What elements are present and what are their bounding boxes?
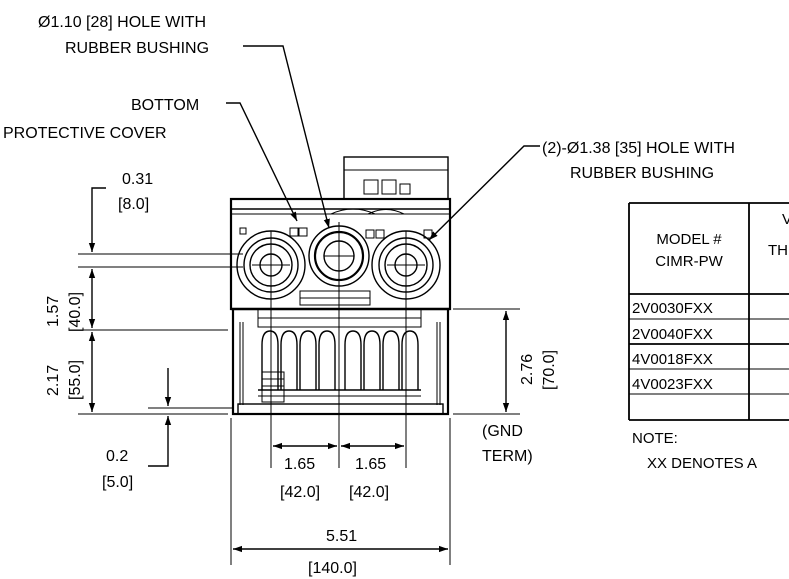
hole-centerlines <box>270 222 407 468</box>
hole-small-leader <box>243 45 330 229</box>
hole-pitch-right-inch: 1.65 <box>355 456 386 473</box>
lower-height-inch: 2.17 <box>45 365 62 396</box>
right-height-mm: [70.0] <box>541 350 558 390</box>
table-header-model-line1: MODEL # <box>656 231 722 248</box>
table-row-model: 4V0023FXX <box>632 376 713 393</box>
right-height-inch: 2.76 <box>519 354 536 385</box>
overall-width-inch: 5.51 <box>326 528 357 545</box>
gnd-term-label-line1: (GND <box>482 423 523 440</box>
hole-large-callout-line1: (2)-Ø1.38 [35] HOLE WITH <box>542 140 735 157</box>
bottom-cover-leader <box>226 102 298 222</box>
top-offset-mm: [8.0] <box>118 196 149 213</box>
table-row-model: 2V0040FXX <box>632 326 713 343</box>
overall-width-mm: [140.0] <box>308 560 357 577</box>
model-table <box>628 202 789 421</box>
hole-small-callout-line1: Ø1.10 [28] HOLE WITH <box>38 14 206 31</box>
table-row-model: 4V0018FXX <box>632 351 713 368</box>
top-offset-inch: 0.31 <box>122 171 153 188</box>
hole-pitch-left-mm: [42.0] <box>280 484 320 501</box>
table-header-col2-line1: V <box>782 211 789 228</box>
bottom-cover-callout-line1: BOTTOM <box>131 97 199 114</box>
hole-large-callout-line2: RUBBER BUSHING <box>570 165 714 182</box>
left-extension-lines <box>78 253 243 415</box>
upper-height-inch: 1.57 <box>45 296 62 327</box>
note-text: XX DENOTES A <box>647 455 757 472</box>
note-title: NOTE: <box>632 430 678 447</box>
hole-pitch-right-mm: [42.0] <box>349 484 389 501</box>
hole-large-leader <box>428 145 540 241</box>
heatsink-fins <box>258 330 421 403</box>
upper-height-mm: [40.0] <box>67 292 84 332</box>
top-offset-leader <box>88 187 106 252</box>
bottom-offset-leader <box>148 416 172 467</box>
bottom-offset-inch: 0.2 <box>106 448 128 465</box>
lower-height-mm: [55.0] <box>67 360 84 400</box>
bottom-offset-mm: [5.0] <box>102 474 133 491</box>
table-header-model-line2: CIMR-PW <box>655 253 723 270</box>
hole-pitch-left-inch: 1.65 <box>284 456 315 473</box>
table-row-model: 2V0030FXX <box>632 300 713 317</box>
gnd-term-label-line2: TERM) <box>482 448 533 465</box>
bottom-cover-callout-line2: PROTECTIVE COVER <box>3 125 167 142</box>
hole-small-callout-line2: RUBBER BUSHING <box>65 40 209 57</box>
table-header-col2-line2: TH <box>768 242 788 259</box>
